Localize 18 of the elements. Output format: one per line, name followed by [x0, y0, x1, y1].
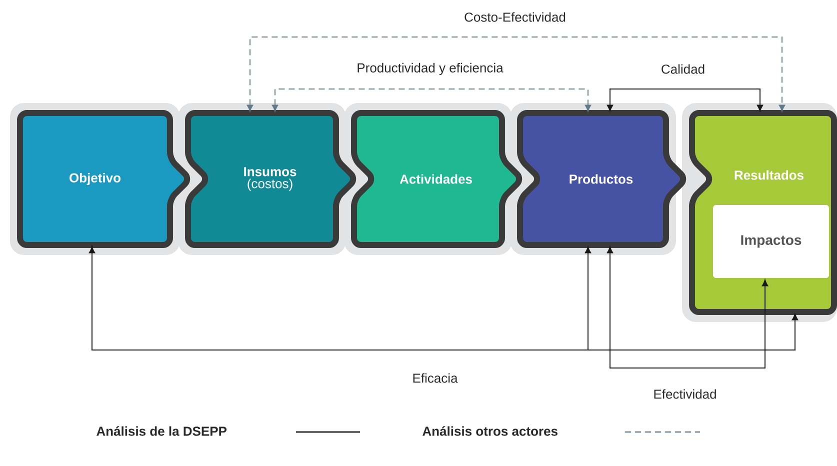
connector-arrow: [92, 244, 592, 350]
process-box: Insumos (costos): [185, 110, 356, 248]
process-box: Actividades: [351, 110, 522, 248]
impact-box: Impactos: [713, 205, 829, 278]
connector-arrow: [606, 246, 768, 368]
edge-label: Productividad y eficiencia: [354, 60, 506, 78]
connector-arrow: [88, 246, 798, 350]
connector-arrow: [606, 88, 764, 112]
edge-label: Efectividad: [651, 387, 719, 401]
edge-label: Calidad: [658, 62, 708, 76]
legend-item: Análisis otros actores: [422, 426, 700, 436]
edge-label: Costo-Efectividad: [462, 10, 568, 24]
connector-arrow: [272, 88, 592, 112]
process-box: Objetivo: [17, 110, 190, 248]
edge-label: Eficacia: [410, 371, 460, 385]
legend-item: Análisis de la DSEPP: [96, 426, 360, 436]
process-box: Productos: [517, 110, 686, 248]
connector-arrow: [246, 36, 786, 112]
